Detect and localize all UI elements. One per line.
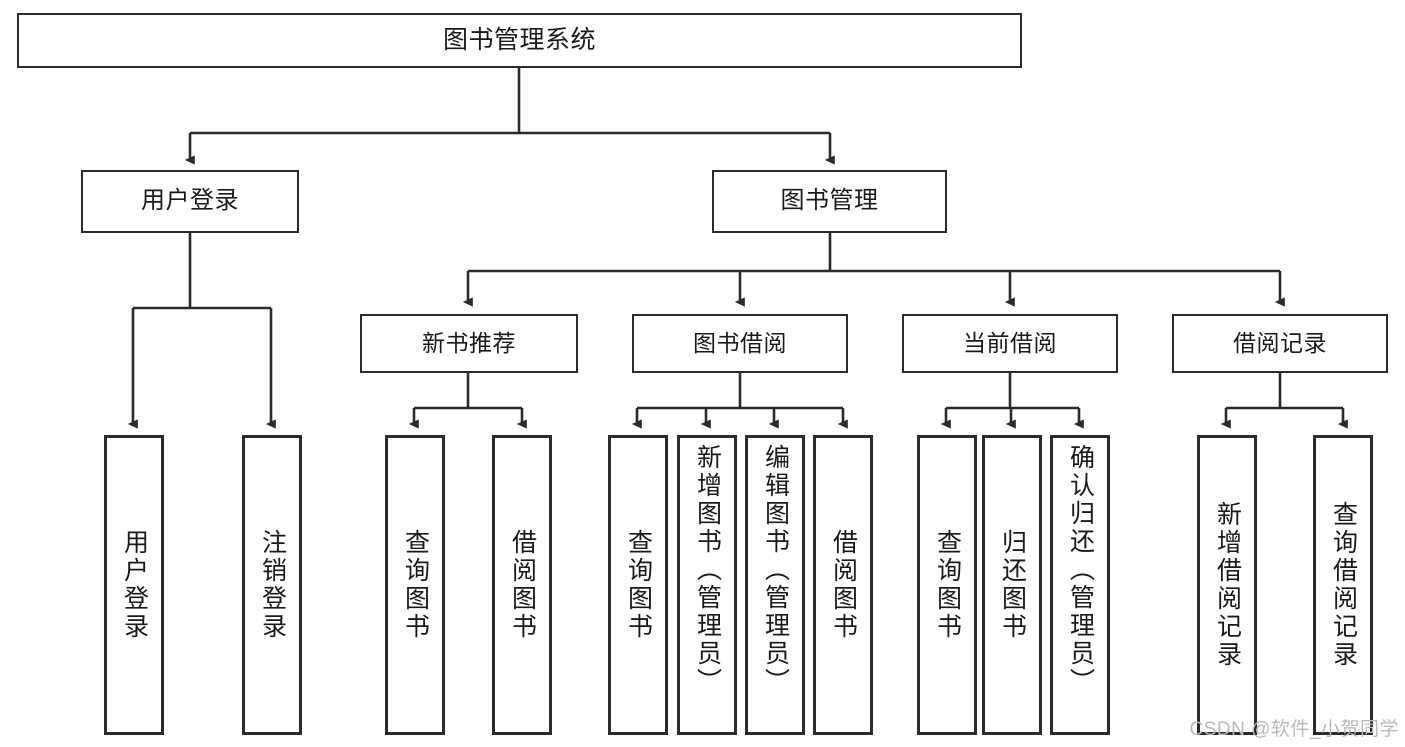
leaf-borrow-book-recommend[interactable]: 借阅图书 bbox=[492, 435, 552, 735]
node-user-login[interactable]: 用户登录 bbox=[81, 170, 299, 233]
leaf-return-book[interactable]: 归还图书 bbox=[982, 435, 1042, 735]
node-label: 确认归还（管理员） bbox=[1066, 444, 1095, 696]
node-borrow-record[interactable]: 借阅记录 bbox=[1172, 314, 1388, 373]
leaf-add-book-admin[interactable]: 新增图书（管理员） bbox=[677, 435, 737, 735]
node-label: 归还图书 bbox=[998, 529, 1027, 641]
node-label: 查询图书 bbox=[624, 529, 653, 641]
node-label: 编辑图书（管理员） bbox=[761, 444, 790, 696]
node-label: 图书借阅 bbox=[693, 329, 787, 356]
node-label: 图书管理系统 bbox=[442, 25, 596, 54]
node-label: 查询图书 bbox=[933, 529, 962, 641]
node-label: 用户登录 bbox=[120, 529, 149, 641]
node-label: 新书推荐 bbox=[422, 329, 516, 356]
node-book-management[interactable]: 图书管理 bbox=[712, 170, 947, 233]
leaf-query-book-current[interactable]: 查询图书 bbox=[917, 435, 977, 735]
node-book-management-system[interactable]: 图书管理系统 bbox=[17, 13, 1022, 68]
node-label: 当前借阅 bbox=[963, 329, 1057, 356]
node-book-borrow[interactable]: 图书借阅 bbox=[632, 314, 848, 373]
node-new-book-recommend[interactable]: 新书推荐 bbox=[360, 314, 578, 373]
node-label: 查询图书 bbox=[401, 529, 430, 641]
leaf-query-book-recommend[interactable]: 查询图书 bbox=[385, 435, 445, 735]
leaf-user-login[interactable]: 用户登录 bbox=[104, 435, 164, 735]
leaf-query-borrow-record[interactable]: 查询借阅记录 bbox=[1313, 435, 1373, 735]
node-label: 借阅图书 bbox=[829, 529, 858, 641]
leaf-borrow-book[interactable]: 借阅图书 bbox=[813, 435, 873, 735]
leaf-logout[interactable]: 注销登录 bbox=[242, 435, 302, 735]
leaf-add-borrow-record[interactable]: 新增借阅记录 bbox=[1197, 435, 1257, 735]
node-label: 注销登录 bbox=[258, 529, 287, 641]
node-label: 查询借阅记录 bbox=[1329, 501, 1358, 669]
node-label: 图书管理 bbox=[780, 187, 879, 215]
node-label: 借阅记录 bbox=[1233, 329, 1327, 356]
node-label: 新增图书（管理员） bbox=[693, 444, 722, 696]
leaf-edit-book-admin[interactable]: 编辑图书（管理员） bbox=[745, 435, 805, 735]
leaf-confirm-return-admin[interactable]: 确认归还（管理员） bbox=[1050, 435, 1110, 735]
watermark: CSDN @软件_小贺同学 bbox=[1189, 719, 1399, 740]
leaf-query-book-borrow[interactable]: 查询图书 bbox=[608, 435, 668, 735]
node-label: 新增借阅记录 bbox=[1213, 501, 1242, 669]
node-current-borrow[interactable]: 当前借阅 bbox=[902, 314, 1118, 373]
node-label: 用户登录 bbox=[141, 187, 239, 215]
node-label: 借阅图书 bbox=[508, 529, 537, 641]
